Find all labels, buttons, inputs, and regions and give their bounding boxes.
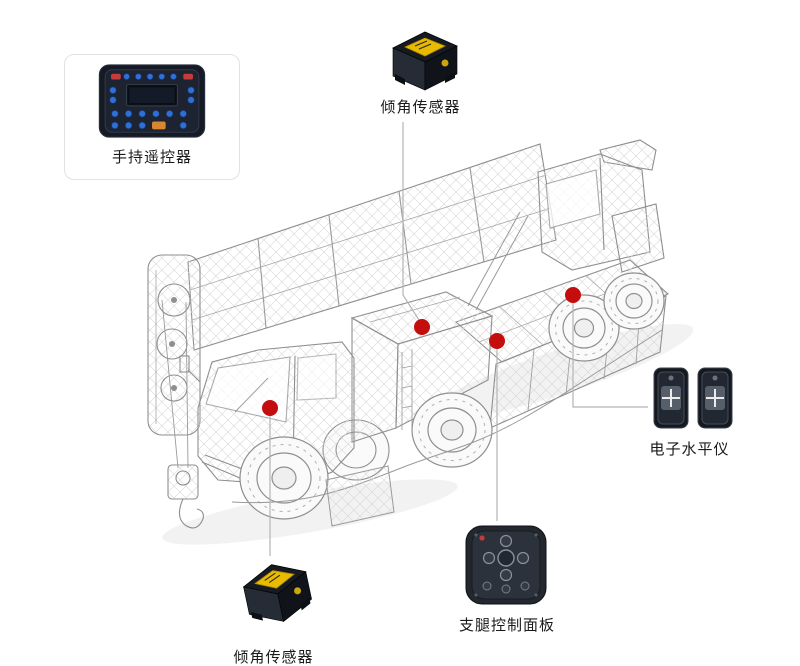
wheel bbox=[548, 294, 620, 362]
wheel bbox=[239, 436, 329, 520]
remote-control-image bbox=[98, 64, 206, 138]
boom-head-and-hook bbox=[147, 254, 204, 529]
connector-line bbox=[572, 303, 648, 408]
wheels bbox=[239, 272, 665, 520]
outrigger-panel-image bbox=[460, 522, 552, 614]
sensor-marker-deck-rear bbox=[565, 287, 581, 303]
remote-control-label: 手持遥控器 bbox=[111, 148, 192, 166]
sensor-marker-cab bbox=[262, 400, 278, 416]
outrigger-panel-icon bbox=[465, 525, 547, 605]
under-chassis bbox=[231, 329, 663, 527]
electronic-level-icon bbox=[653, 367, 733, 429]
outrigger-panel-label: 支腿控制面板 bbox=[458, 616, 555, 634]
sensor-marker-engine bbox=[414, 319, 430, 335]
remote-control-card: 手持遥控器 bbox=[64, 54, 240, 180]
tilt-sensor-icon bbox=[392, 31, 458, 91]
boom-lift-cylinder bbox=[467, 211, 529, 311]
tilt-sensor-top-image bbox=[383, 24, 467, 102]
tilt-sensor-top-label: 倾角传感器 bbox=[380, 98, 461, 116]
wheel bbox=[411, 392, 493, 468]
tilt-sensor-bottom-image bbox=[229, 548, 327, 642]
sensor-marker-deck-front bbox=[489, 333, 505, 349]
operator-cab bbox=[537, 139, 665, 273]
connector-lines bbox=[269, 122, 648, 556]
electronic-level-image bbox=[650, 366, 738, 436]
engine-housing bbox=[350, 291, 494, 443]
connector-line bbox=[402, 122, 420, 321]
sensor-markers bbox=[262, 287, 581, 416]
tilt-sensor-bottom-label: 倾角传感器 bbox=[233, 648, 314, 666]
electronic-level-label: 电子水平仪 bbox=[649, 440, 730, 458]
tilt-sensor-icon bbox=[242, 564, 312, 622]
wheel bbox=[603, 272, 665, 330]
